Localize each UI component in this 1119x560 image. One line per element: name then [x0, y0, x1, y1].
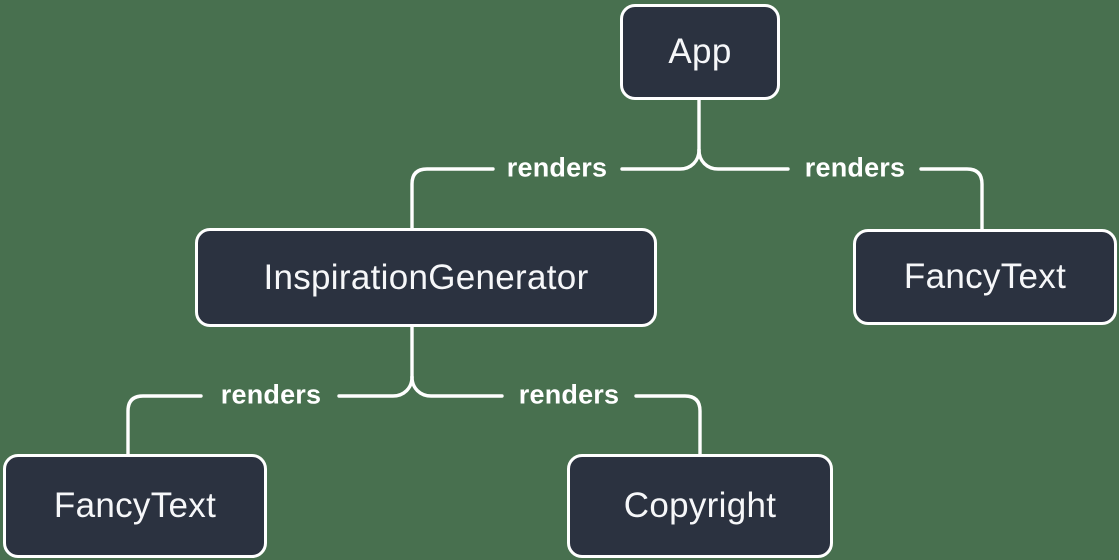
node-inspiration-generator-label: InspirationGenerator	[263, 257, 589, 297]
node-fancytext-bottom-label: FancyText	[53, 486, 217, 525]
node-copyright-label: Copyright	[623, 486, 777, 525]
node-app-label: App	[668, 32, 732, 71]
node-inspiration-generator: InspirationGenerator	[195, 228, 657, 327]
node-fancytext-top-label: FancyText	[903, 257, 1067, 296]
edge-inspirationgenerator-to-copyright	[410, 375, 702, 456]
node-fancytext-top: FancyText	[853, 229, 1117, 325]
edge-app-to-fancytext	[697, 148, 984, 231]
edge-label-inspirationgenerator-copyright: renders	[518, 379, 620, 410]
edge-label-app-fancytext: renders	[804, 152, 906, 183]
edge-label-app-inspirationgenerator: renders	[506, 152, 608, 183]
node-copyright: Copyright	[567, 454, 833, 558]
node-app: App	[620, 4, 780, 100]
node-fancytext-bottom: FancyText	[3, 454, 267, 558]
edge-label-inspirationgenerator-fancytext: renders	[220, 379, 322, 410]
